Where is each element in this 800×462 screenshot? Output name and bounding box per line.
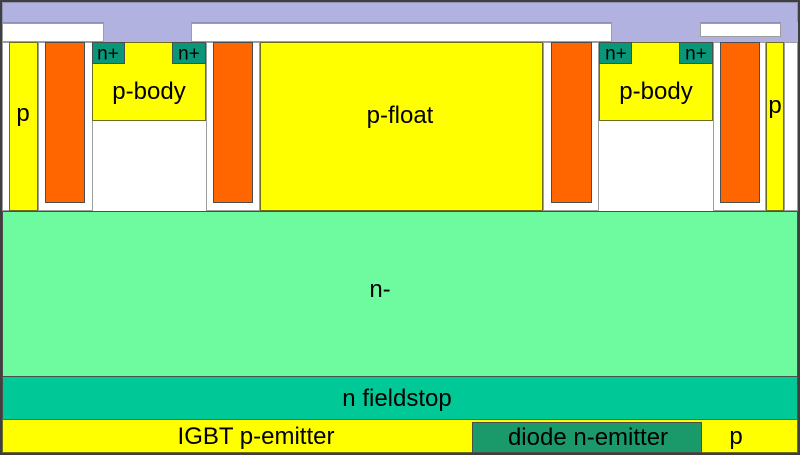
label-p-bottom-right: p — [729, 423, 743, 450]
emitter-metal-bar — [2, 2, 798, 23]
label-p-float: p-float — [366, 102, 434, 129]
n-plus-source-1 — [92, 42, 125, 64]
label-n-fieldstop: n fieldstop — [342, 385, 452, 412]
diode-n-emitter-region — [472, 422, 702, 453]
n-drift-region — [2, 211, 798, 377]
p-right-column — [766, 42, 784, 211]
label-diode-n-emitter: diode n-emitter — [507, 424, 669, 451]
label-n-plus-2: n+ — [178, 43, 200, 65]
label-n-plus-3: n+ — [605, 43, 627, 65]
p-float-region — [260, 42, 543, 211]
edge-metal-strip — [695, 37, 798, 42]
n-plus-source-2 — [172, 42, 206, 64]
n-plus-source-3 — [599, 42, 632, 64]
oxide-band-left — [2, 23, 104, 42]
label-n-drift: n- — [369, 276, 391, 303]
label-p-left: p — [16, 100, 30, 127]
label-igbt-p-emitter: IGBT p-emitter — [177, 423, 335, 450]
label-n-plus-1: n+ — [97, 43, 119, 65]
trench-gate-4 — [720, 42, 760, 203]
oxide-band-middle — [191, 23, 612, 42]
p-left-column — [9, 42, 38, 211]
trench-gate-3 — [551, 42, 592, 203]
edge-metal-joint — [695, 22, 700, 42]
right-termination-oxide — [784, 42, 798, 211]
label-p-right: p — [768, 92, 782, 119]
oxide-band-right — [700, 23, 781, 37]
label-p-body-right: p-body — [619, 78, 693, 105]
trench-gate-1 — [45, 42, 85, 203]
emitter-contact-left — [104, 22, 191, 42]
label-n-plus-4: n+ — [685, 43, 707, 65]
label-p-body-left: p-body — [112, 78, 186, 105]
n-plus-source-4 — [679, 42, 713, 64]
emitter-contact-right — [612, 22, 695, 42]
trench-gate-2 — [213, 42, 253, 203]
n-fieldstop-layer — [2, 376, 798, 420]
